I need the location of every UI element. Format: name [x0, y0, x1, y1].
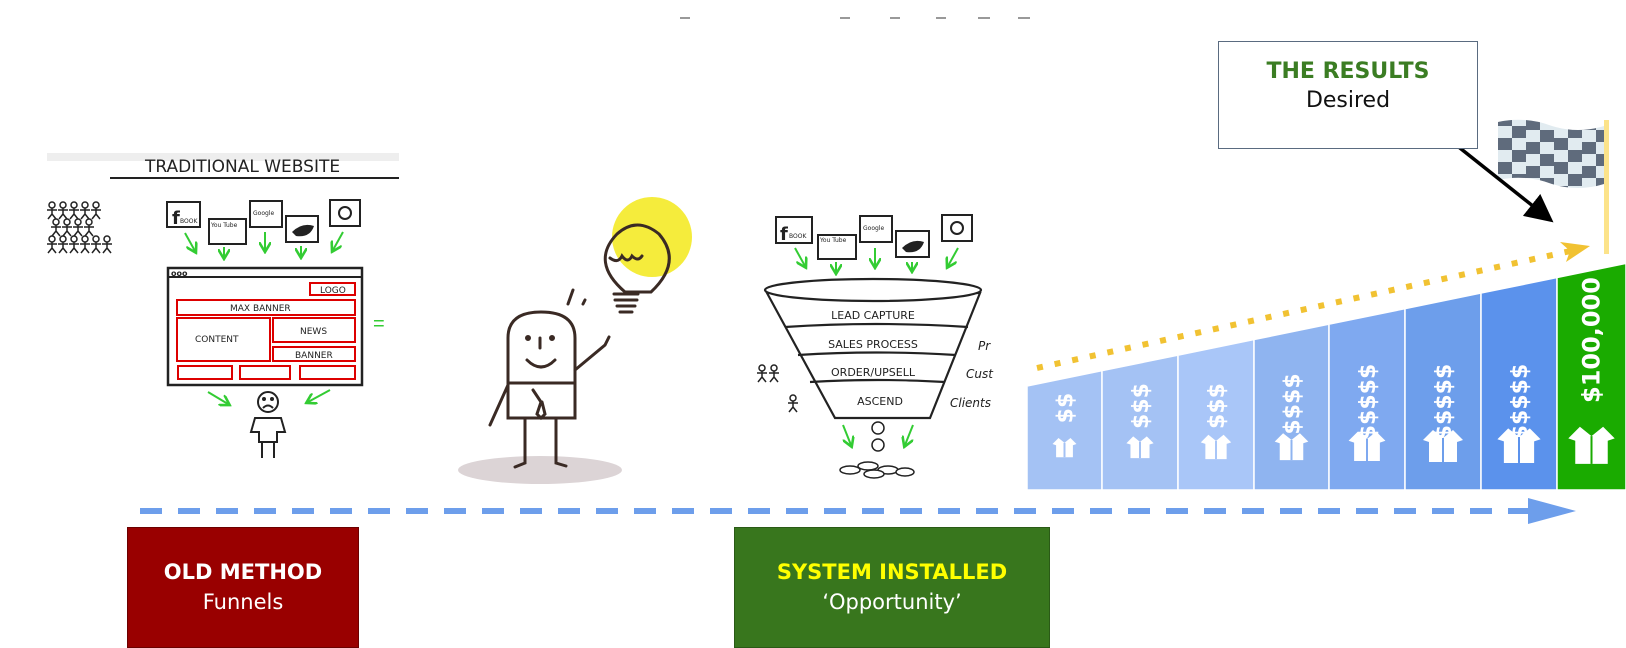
funnel-stage: LEAD CAPTURE: [831, 309, 915, 322]
coins-icon: [839, 421, 915, 479]
dollar-label: $$$$$: [1432, 364, 1457, 441]
people-icon: [757, 364, 798, 413]
svg-text:You Tube: You Tube: [210, 222, 238, 229]
funnel-stage: ASCEND: [857, 395, 903, 408]
svg-text:Google: Google: [863, 225, 884, 232]
crowd-icon: [46, 201, 113, 254]
sad-person-icon: [249, 391, 287, 458]
dollar-label: $$$$$: [1356, 364, 1381, 441]
facebook-icon: [166, 201, 201, 228]
sales-funnel-illustration: f BOOK You Tube Google LEAD CAPTURE SALE…: [757, 214, 994, 479]
youtube-icon: [208, 218, 247, 245]
dollar-label: $$$$: [1281, 373, 1306, 434]
dollar-label: $$: [1054, 393, 1079, 424]
funnel-stage: ORDER/UPSELL: [831, 366, 916, 379]
results-box: THE RESULTS Desired: [1218, 41, 1478, 149]
instagram-icon: [941, 214, 973, 242]
google-icon: [249, 200, 283, 228]
lightbulb-icon: [603, 223, 671, 294]
results-title: THE RESULTS: [1266, 59, 1430, 84]
goal-amount-label: $100,000: [1578, 277, 1606, 403]
svg-text:CONTENT: CONTENT: [195, 335, 239, 345]
svg-text:MAX BANNER: MAX BANNER: [230, 304, 291, 314]
traditional-website-illustration: TRADITIONAL WEBSITE f BOOK You Tube Goog…: [46, 153, 399, 472]
dollar-label: $$$: [1129, 383, 1154, 429]
dollar-label: $$$: [1205, 383, 1230, 429]
instagram-icon: [329, 199, 361, 227]
svg-text:Cust: Cust: [966, 367, 994, 381]
growth-trend-line: [1036, 247, 1576, 371]
svg-text:Pr: Pr: [978, 339, 991, 353]
svg-text:LOGO: LOGO: [320, 286, 346, 296]
svg-text:NEWS: NEWS: [300, 327, 327, 337]
svg-text:BANNER: BANNER: [295, 351, 333, 361]
checkered-flag-icon: [1498, 119, 1609, 254]
system-installed-subtitle: ‘Opportunity’: [822, 590, 962, 614]
svg-text:Clients: Clients: [950, 396, 991, 410]
funnel-stage: SALES PROCESS: [828, 338, 918, 351]
facebook-icon: [775, 216, 813, 244]
timeline-arrowhead: [1528, 498, 1576, 524]
traditional-website-title: TRADITIONAL WEBSITE: [144, 157, 340, 177]
old-method-box: OLD METHOD Funnels: [127, 527, 359, 648]
idea-man-illustration: [458, 197, 692, 484]
svg-text:f: f: [172, 208, 180, 229]
svg-text:BOOK: BOOK: [789, 233, 807, 240]
old-method-title: OLD METHOD: [163, 560, 323, 584]
system-installed-title: SYSTEM INSTALLED: [776, 560, 1008, 584]
svg-text:You Tube: You Tube: [819, 237, 847, 244]
cropped-title-remnant: [680, 17, 1030, 19]
svg-text:BOOK: BOOK: [180, 218, 198, 225]
svg-text:Google: Google: [253, 210, 274, 217]
growth-trend-arrowhead: [1560, 242, 1590, 262]
system-installed-box: SYSTEM INSTALLED ‘Opportunity’: [734, 527, 1050, 648]
svg-text:f: f: [780, 224, 788, 245]
results-subtitle: Desired: [1305, 88, 1391, 113]
svg-text:ooo: ooo: [171, 269, 188, 278]
growth-column: [1026, 369, 1103, 491]
old-method-subtitle: Funnels: [202, 590, 284, 614]
growth-columns: $$$$$$$$$$$$$$$$$$$$$$$$$$$$100,000: [1026, 262, 1626, 491]
dollar-label: $$$$$: [1508, 364, 1533, 441]
youtube-icon: [817, 234, 857, 260]
browser-wireframe: ooo LOGO MAX BANNER CONTENT NEWS BANNER: [166, 266, 364, 387]
google-icon: [859, 215, 893, 243]
equals-sign: =: [373, 313, 385, 335]
